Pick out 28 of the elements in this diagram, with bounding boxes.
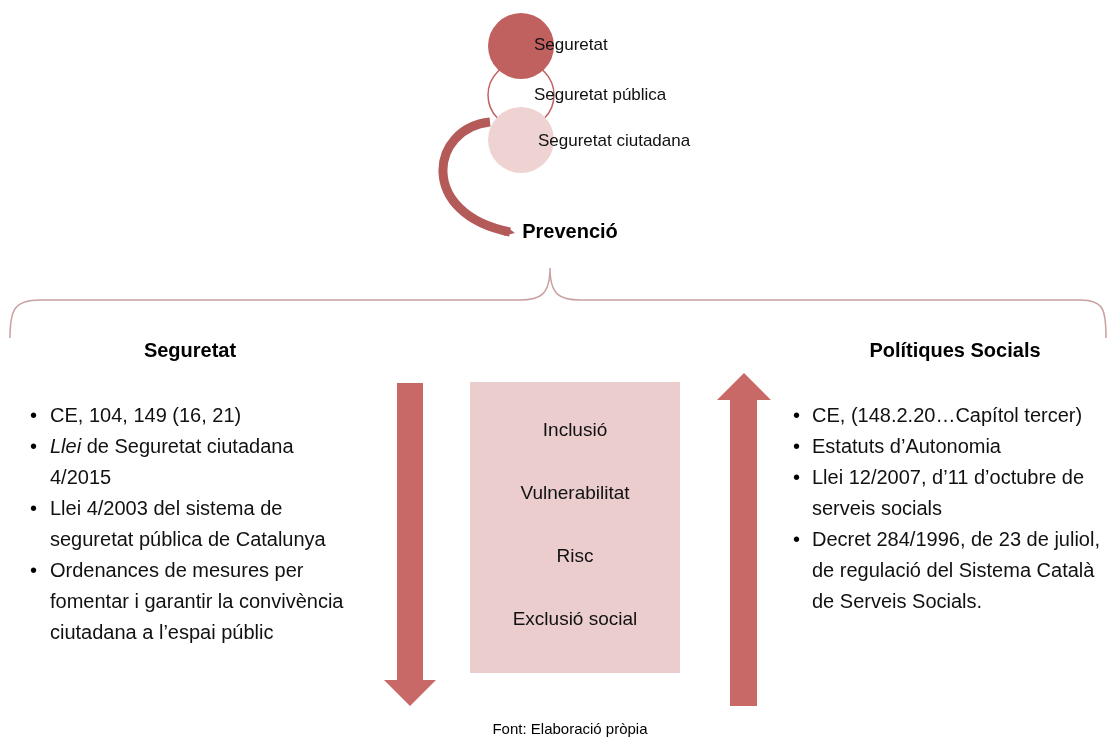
- list-text: Llei de Seguretat ciutadana 4/2015: [50, 434, 295, 490]
- box-label: Inclusió: [541, 418, 609, 442]
- node-label: Prevenció: [515, 216, 625, 246]
- box-label: Risc: [555, 544, 595, 568]
- circle-label: Seguretat ciutadana: [538, 131, 691, 151]
- bullet-mark: •: [793, 403, 800, 428]
- list-text: Decret 284/1996, de 23 de juliol, de regulació del Sistema Català de Serveis Socials.: [812, 527, 1101, 614]
- bullet-mark: •: [30, 558, 37, 583]
- list-text: Llei 4/2003 del sistema de seguretat pública de Catalunya: [50, 496, 327, 552]
- bullet-mark: •: [30, 403, 37, 428]
- list-text: CE, 104, 149 (16, 21): [50, 403, 243, 428]
- list-text: Ordenances de mesures per fomentar i garantir la convivència ciutadana a l’espai públic: [50, 558, 345, 645]
- circle-label: Seguretat pública: [534, 85, 667, 105]
- list-text: CE, (148.2.20…Capítol tercer): [812, 403, 1084, 428]
- list-text: Estatuts d’Autonomia: [812, 434, 1002, 459]
- bullet-mark: •: [793, 527, 800, 552]
- box-label: Vulnerabilitat: [519, 481, 631, 505]
- list-text: Llei 12/2007, d’11 d’octubre de serveis socials: [812, 465, 1086, 521]
- bullet-mark: •: [30, 434, 37, 459]
- bullet-mark: •: [793, 434, 800, 459]
- box-label: Exclusió social: [511, 607, 639, 631]
- bullet-mark: •: [793, 465, 800, 490]
- curved-arrow: [438, 117, 515, 237]
- bullet-mark: •: [30, 496, 37, 521]
- caption: Font: Elaboració pròpia: [491, 720, 649, 737]
- section-heading: Polítiques Socials: [868, 338, 1042, 363]
- section-heading: Seguretat: [142, 338, 238, 363]
- concept-box: [470, 382, 680, 673]
